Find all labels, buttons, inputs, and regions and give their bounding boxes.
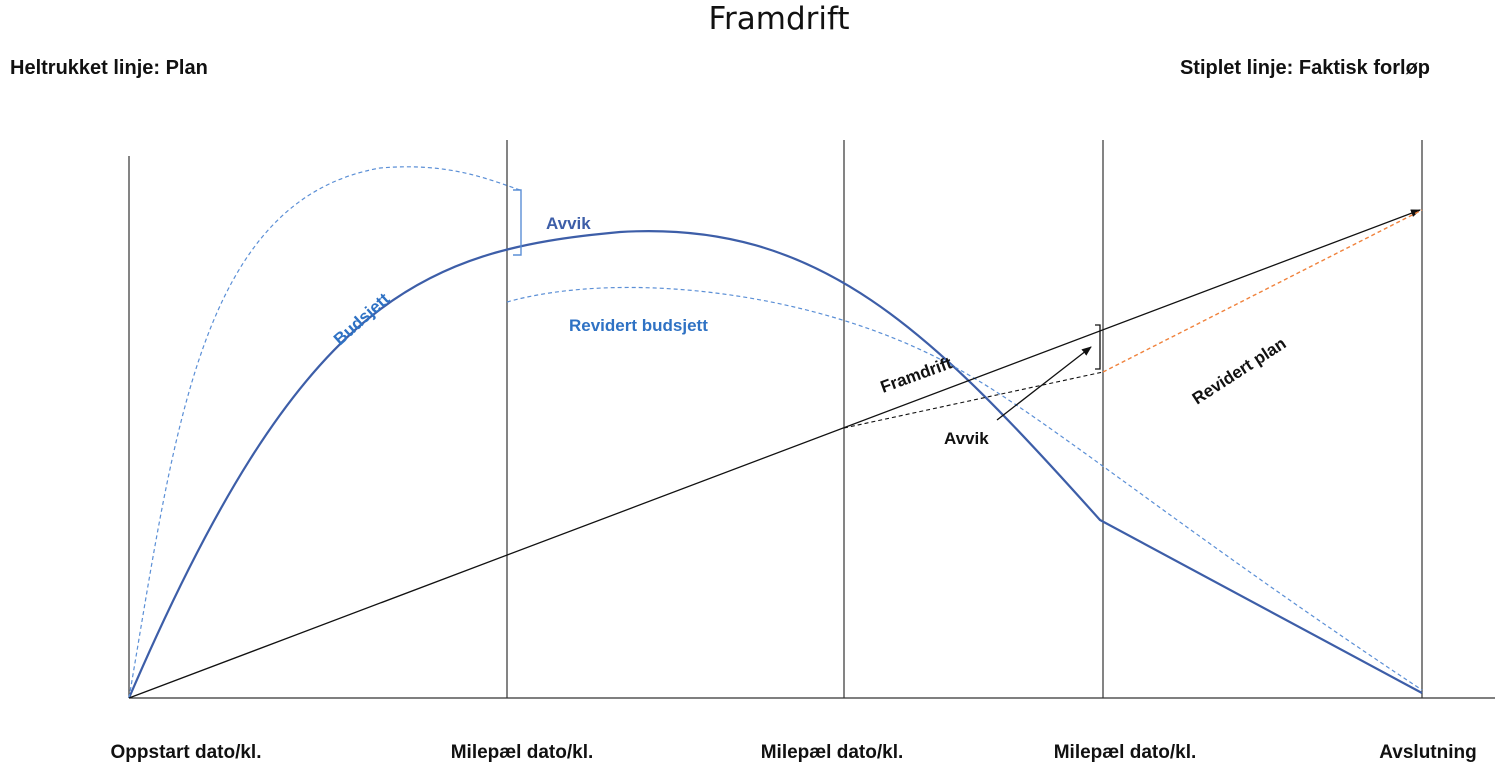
budget-deviation-bracket xyxy=(513,189,522,256)
progress-deviation-bracket xyxy=(1095,324,1101,370)
legend-solid-line: Heltrukket linje: Plan xyxy=(10,57,208,79)
axis-label-milestone-2: Milepæl dato/kl. xyxy=(761,742,904,763)
actual-budget-curve xyxy=(128,166,521,699)
label-budget: Budsjett xyxy=(330,289,393,349)
label-revised-plan: Revidert plan xyxy=(1189,334,1290,409)
budget-plan-curve xyxy=(127,230,1423,699)
label-deviation-progress: Avvik xyxy=(944,429,989,448)
legend-dashed-line: Stiplet linje: Faktisk forløp xyxy=(1180,57,1430,79)
revised-plan-line xyxy=(1102,209,1423,373)
progress-plan-line xyxy=(128,209,1421,699)
axis-label-start: Oppstart dato/kl. xyxy=(111,742,262,763)
axis-label-end: Avslutning xyxy=(1379,742,1476,763)
label-revised-budget: Revidert budsjett xyxy=(569,316,708,335)
axis-label-milestone-3: Milepæl dato/kl. xyxy=(1054,742,1197,763)
deviation-arrow xyxy=(996,346,1092,421)
actual-progress-line xyxy=(843,371,1104,429)
diagram-title: Framdrift xyxy=(708,1,849,37)
axis-label-milestone-1: Milepæl dato/kl. xyxy=(451,742,594,763)
label-deviation-budget: Avvik xyxy=(546,214,591,233)
